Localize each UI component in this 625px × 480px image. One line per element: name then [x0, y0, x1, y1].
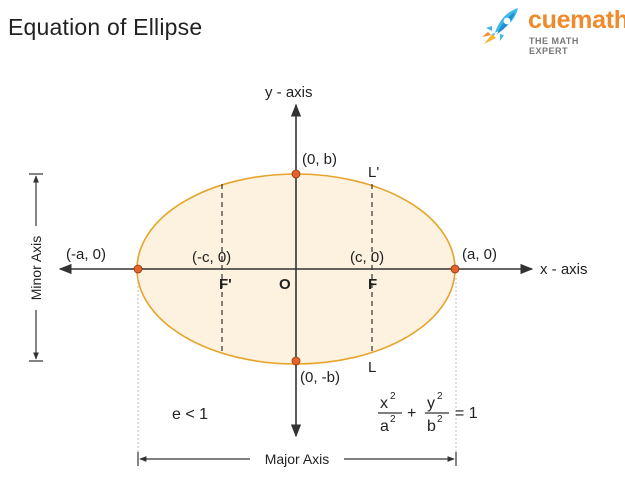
bottom-vertex-label: (0, -b)	[300, 369, 340, 386]
top-vertex-label: (0, b)	[302, 151, 337, 168]
page-title: Equation of Ellipse	[8, 14, 203, 40]
major-axis-label: Major Axis	[265, 451, 330, 467]
left-vertex-label: (-a, 0)	[66, 246, 106, 263]
left-vertex-point	[133, 264, 143, 274]
equation-x-denominator-exp: 2	[390, 414, 396, 425]
x-axis-label: x - axis	[540, 261, 588, 278]
bottom-vertex-point	[291, 356, 301, 366]
equation-x-numerator-exp: 2	[390, 391, 396, 402]
right-vertex-point	[450, 264, 460, 274]
brand-name: cuemath	[528, 6, 625, 34]
equation-y-numerator-exp: 2	[437, 391, 443, 402]
brand-tagline: THE MATH EXPERT	[529, 36, 579, 56]
eccentricity-note: e < 1	[172, 406, 208, 423]
top-vertex-point	[291, 169, 301, 179]
equation-x-numerator: x	[380, 395, 388, 412]
equation-y-denominator: b	[427, 418, 436, 435]
rocket-icon	[482, 8, 518, 44]
ellipse-equation: x 2 a 2 + y 2 b 2 = 1	[378, 391, 478, 435]
origin-label: O	[279, 276, 291, 293]
left-focus-label: F'	[219, 276, 232, 293]
y-axis-label: y - axis	[265, 84, 313, 101]
right-vertex-label: (a, 0)	[462, 246, 497, 263]
equation-y-numerator: y	[427, 395, 435, 412]
minor-axis-label: Minor Axis	[28, 236, 44, 301]
equation-plus: +	[407, 405, 416, 422]
equation-y-denominator-exp: 2	[437, 414, 443, 425]
right-focus-label: F	[368, 276, 377, 293]
brand-logo: cuemath THE MATH EXPERT	[478, 4, 625, 56]
equation-x-denominator: a	[380, 418, 389, 435]
left-focus-coord-label: (-c, 0)	[192, 249, 231, 266]
latus-bottom-label: L	[368, 359, 376, 376]
equation-equals: = 1	[455, 405, 478, 422]
right-focus-coord-label: (c, 0)	[350, 249, 384, 266]
latus-top-label: L'	[368, 164, 379, 181]
